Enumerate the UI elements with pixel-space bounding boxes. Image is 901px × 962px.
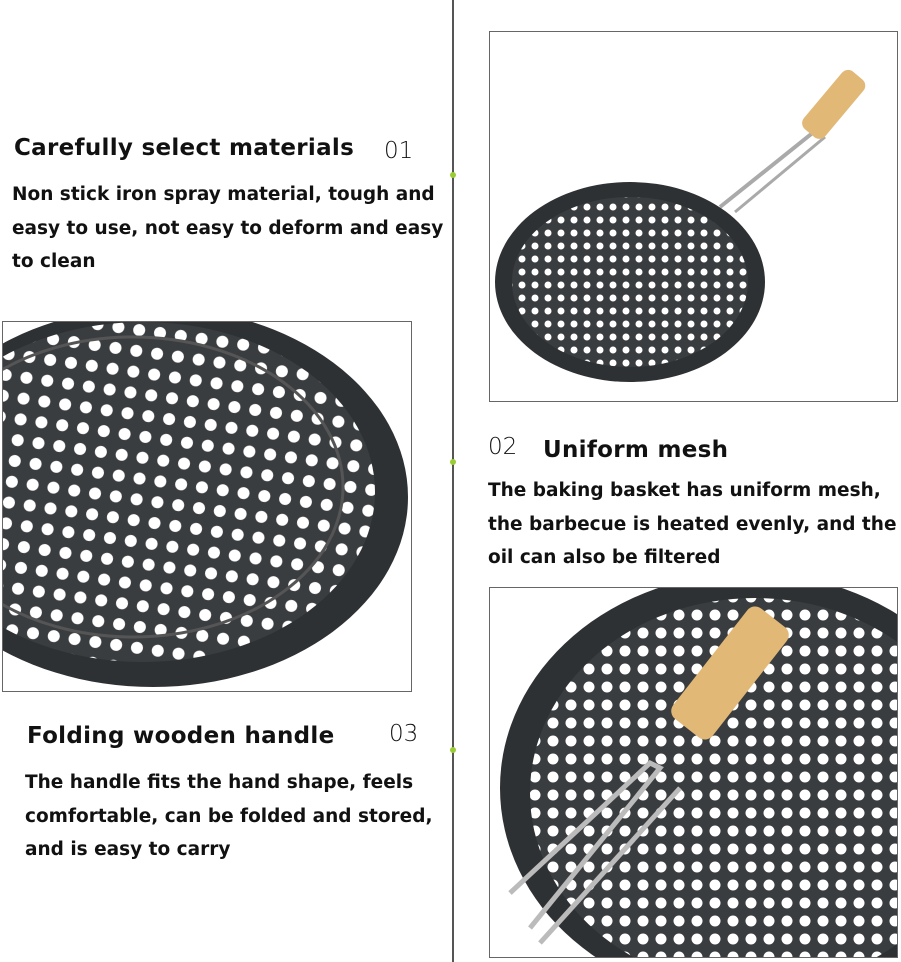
marker-dot	[450, 172, 456, 178]
section-title: Folding wooden handle	[27, 723, 335, 749]
section-title: Carefully select materials	[14, 135, 355, 161]
section-number: 02	[488, 434, 518, 460]
pan-closeup-image	[2, 321, 412, 692]
pan-with-handle-image	[489, 31, 898, 402]
section-description: Non stick iron spray material, tough and…	[12, 184, 444, 272]
section-number: 03	[389, 721, 419, 747]
marker-dot	[450, 747, 456, 753]
section-title: Uniform mesh	[543, 437, 729, 463]
folding-handle-image	[489, 587, 898, 958]
section-number: 01	[384, 138, 414, 164]
section-description: The baking basket has uniform mesh,the b…	[488, 480, 897, 568]
marker-dot	[450, 459, 456, 465]
divider-line	[452, 0, 454, 962]
